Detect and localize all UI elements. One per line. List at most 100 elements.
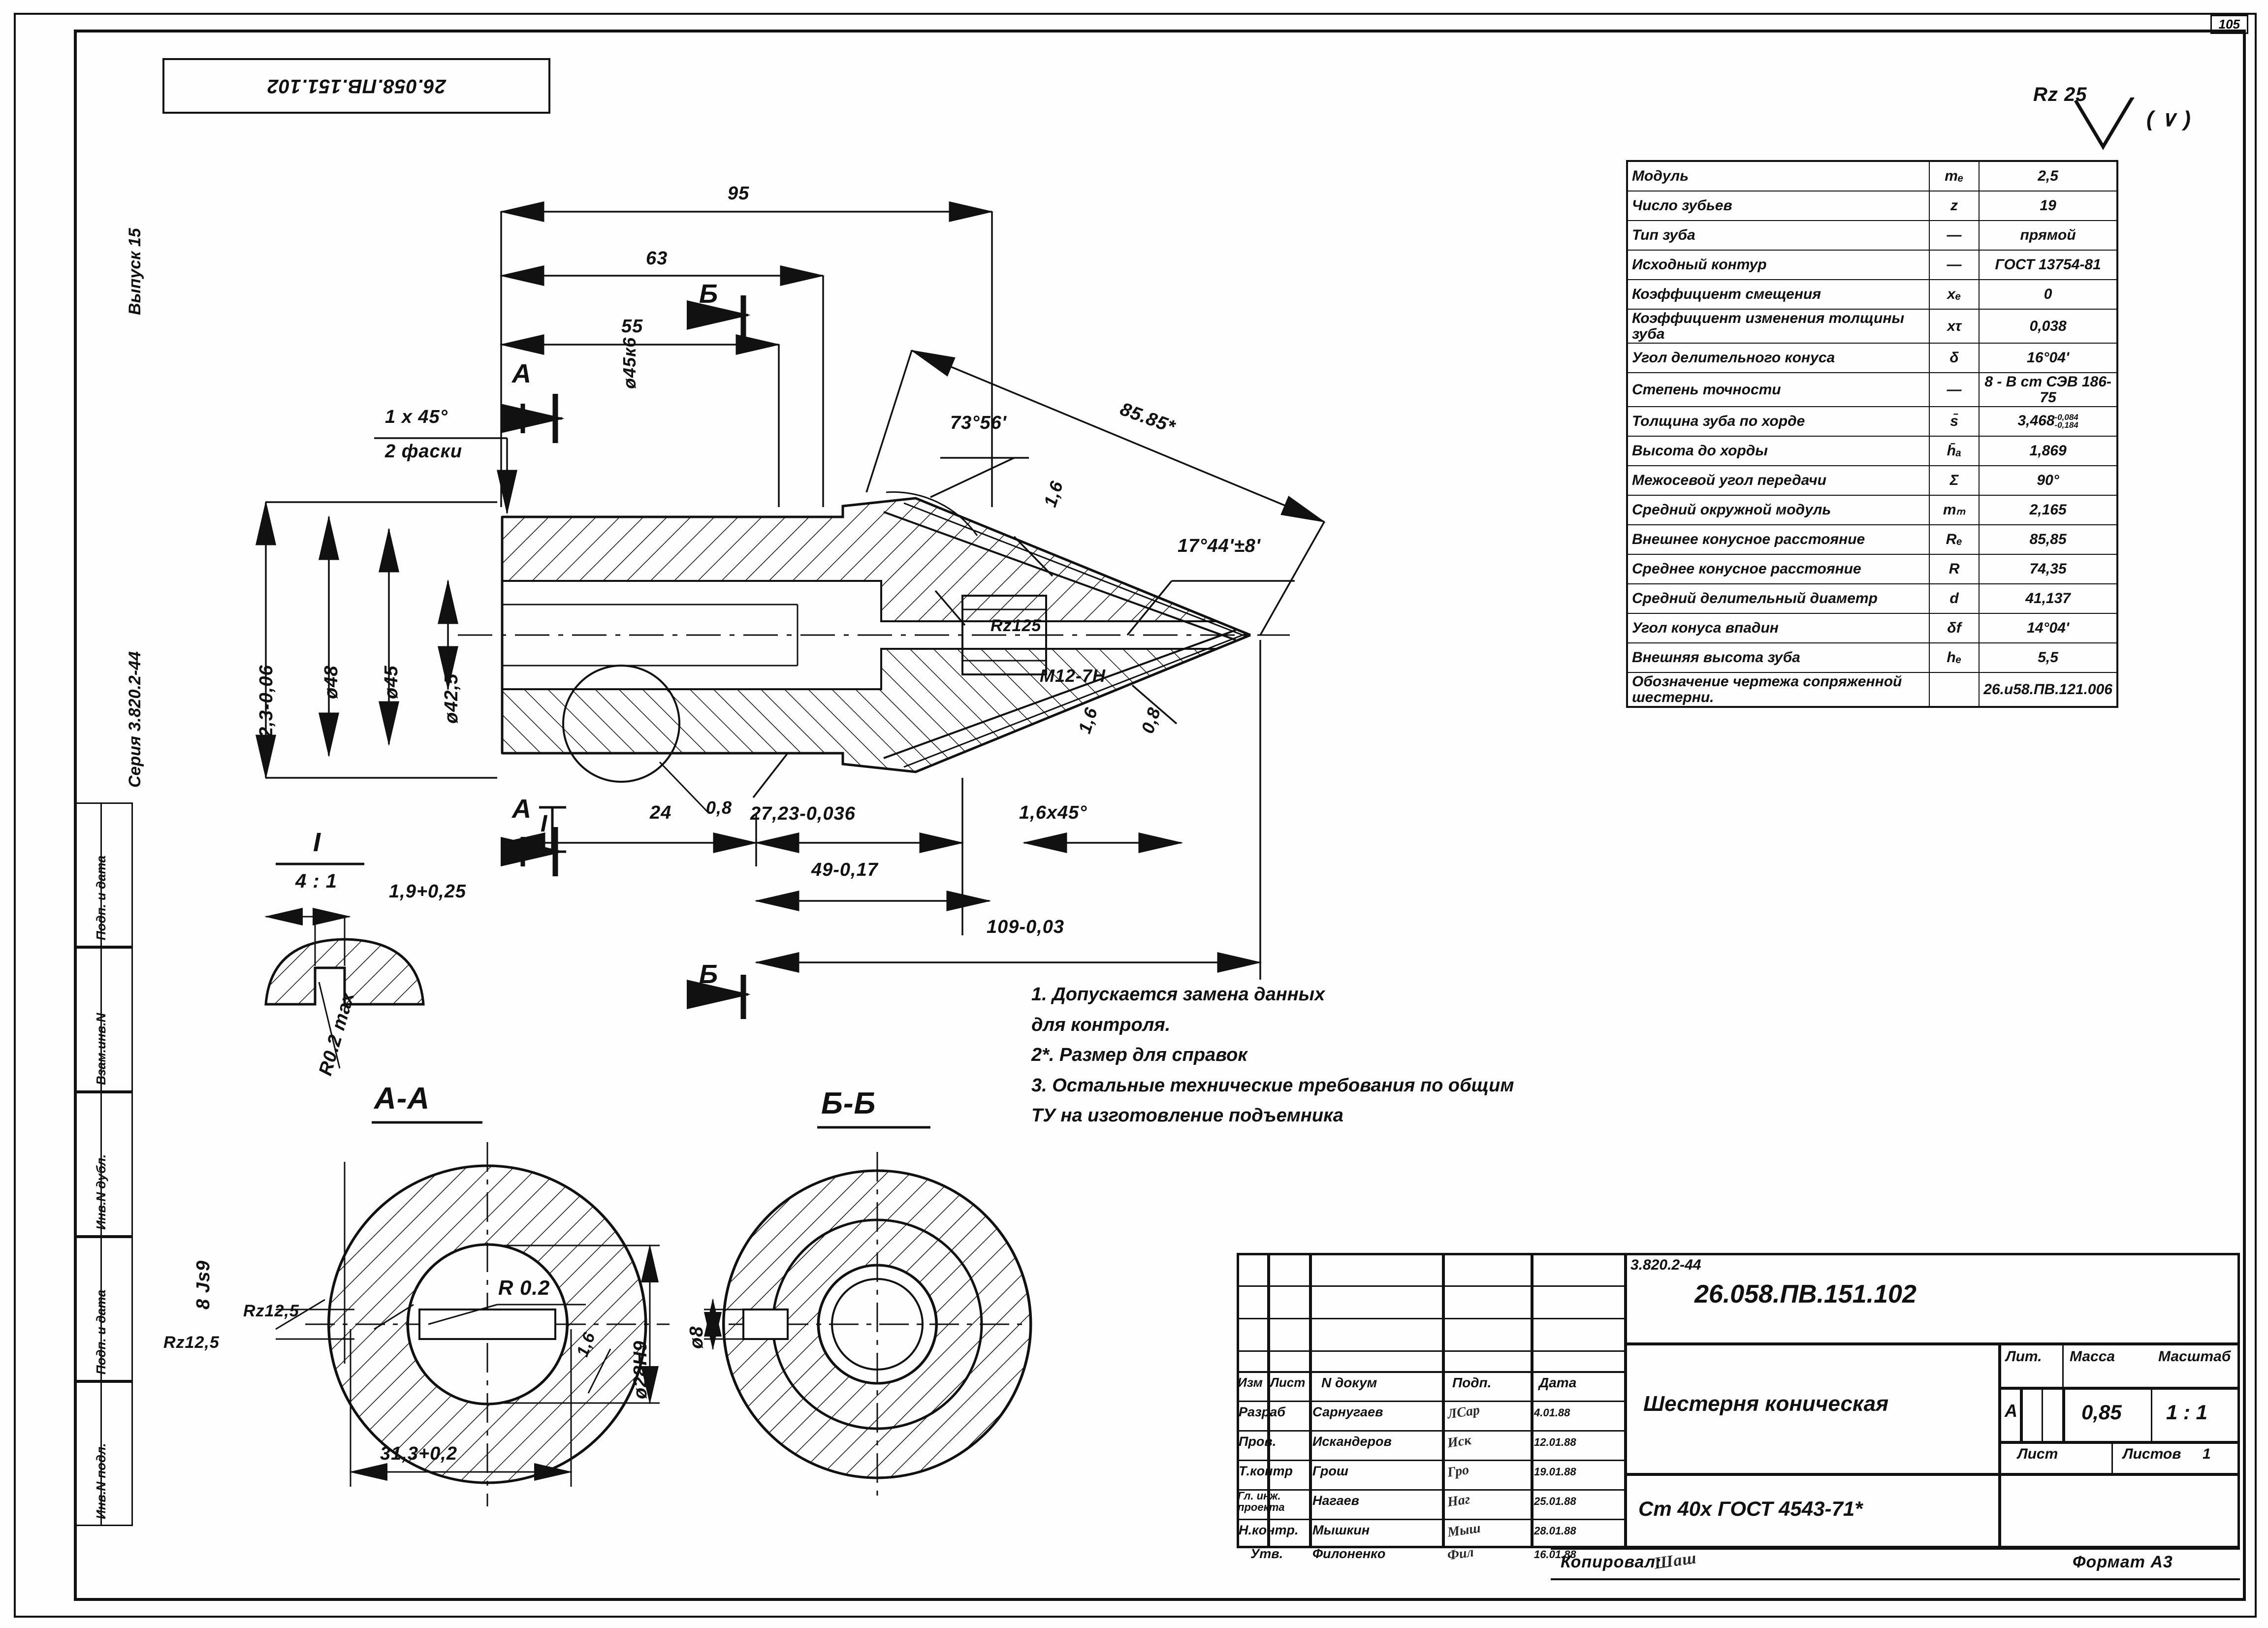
dim-rz125-a: Rz12,5 xyxy=(163,1333,220,1352)
gear-param-name: Угол делительного конуса xyxy=(1627,343,1930,373)
note-line-0: 1. Допускается замена данных xyxy=(1031,984,1325,1005)
detail-I-scale: 4 : 1 xyxy=(295,870,338,892)
gear-param-value: 5,5 xyxy=(1979,642,2118,673)
main-section-view xyxy=(458,497,1290,814)
stamp-masshtab-header: Масштаб xyxy=(2158,1348,2231,1365)
stamp-part-name: Шестерня коническая xyxy=(1643,1392,1889,1416)
top-drawing-number-box: 26.058.ПВ.151.102 xyxy=(162,58,550,114)
gear-param-symbol: δ xyxy=(1928,343,1980,373)
gear-param-value: 41,137 xyxy=(1979,583,2118,614)
gear-param-symbol: mₘ xyxy=(1928,495,1980,525)
gear-param-value: 14°04' xyxy=(1979,613,2118,643)
stamp-name-1: Искандеров xyxy=(1312,1434,1392,1449)
stamp-h-izm: Изм xyxy=(1238,1375,1263,1390)
gear-param-row: Тип зуба—прямой xyxy=(1627,220,2118,251)
gear-param-name: Исходный контур xyxy=(1627,250,1930,280)
stamp-h-list: Лист xyxy=(1270,1375,1306,1390)
gear-param-name: Межосевой угол передачи xyxy=(1627,465,1930,496)
gear-param-symbol: R xyxy=(1928,554,1980,584)
gear-param-value: 1,869 xyxy=(1979,436,2118,466)
stamp-h-data: Дата xyxy=(1539,1375,1577,1390)
gear-param-name: Угол конуса впадин xyxy=(1627,613,1930,643)
stamp-date-0: 4.01.88 xyxy=(1534,1406,1570,1419)
stamp-date-4: 28.01.88 xyxy=(1534,1525,1576,1537)
stamp-role-4: Н.контр. xyxy=(1239,1523,1299,1537)
gear-param-name: Коэффициент изменения толщины зуба xyxy=(1627,309,1930,344)
gear-param-symbol: xₑ xyxy=(1928,279,1980,310)
gear-param-symbol: Σ xyxy=(1928,465,1980,496)
detail-I-title: I xyxy=(313,828,321,857)
section-mark-A-bottom: А xyxy=(512,794,532,824)
dim-8js9: 8 Js9 xyxy=(193,1260,214,1309)
stamp-role-3: Гл. инж. проекта xyxy=(1238,1490,1285,1514)
stamp-lit-value: А xyxy=(2005,1401,2017,1421)
dim-R02: R 0.2 xyxy=(498,1276,550,1299)
gear-param-symbol: — xyxy=(1928,220,1980,251)
section-arrows xyxy=(501,295,751,1019)
stamp-name-5: Филоненко xyxy=(1312,1546,1386,1561)
technical-requirements: 1. Допускается замена данных для контрол… xyxy=(1031,980,1647,1131)
note-line-3: 3. Остальные технические требования по о… xyxy=(1031,1075,1514,1096)
stamp-massa-header: Масса xyxy=(2070,1348,2115,1365)
gear-param-symbol xyxy=(1928,672,1980,707)
stamp-designation: 26.058.ПВ.151.102 xyxy=(1694,1280,1917,1309)
gear-param-symbol: h̄ₐ xyxy=(1928,436,1980,466)
section-BB-title: Б-Б xyxy=(821,1086,876,1120)
gear-param-value: 2,165 xyxy=(1979,495,2118,525)
gear-param-name: Число зубьев xyxy=(1627,191,1930,221)
stamp-name-2: Грош xyxy=(1312,1464,1348,1478)
stamp-date-5: 16.01.88 xyxy=(1534,1548,1576,1561)
section-mark-A-top: А xyxy=(512,359,532,388)
title-block: Изм Лист N докум Подп. Дата Разраб Сарну… xyxy=(1237,1253,2240,1564)
gear-param-value: 85,85 xyxy=(1979,524,2118,555)
section-mark-B-top: Б xyxy=(699,279,719,309)
gear-param-value: ГОСТ 13754-81 xyxy=(1979,250,2118,280)
gear-param-value: 8 - В ст СЭВ 186-75 xyxy=(1979,372,2118,407)
detail-mark-I-view: I xyxy=(541,811,548,837)
gear-param-symbol: s̄ xyxy=(1928,406,1980,437)
detail-view-I xyxy=(264,862,425,1069)
gear-param-name: Толщина зуба по хорде xyxy=(1627,406,1930,437)
gear-param-value: 3,468-0,084-0,184 xyxy=(1979,406,2118,437)
main-view-dimensions xyxy=(256,201,1326,980)
note-line-4: ТУ на изготовление подъемника xyxy=(1031,1105,1343,1126)
left-margin-strip: Подп. и дата Взам.инв.N Инв.N дубл. Подп… xyxy=(74,802,133,1526)
stamp-role-1: Пров. xyxy=(1239,1434,1277,1449)
sheet-inner-frame xyxy=(74,30,2246,1601)
gear-param-name: Среднее конусное расстояние xyxy=(1627,554,1930,584)
stamp-name-0: Сарнугаев xyxy=(1312,1405,1383,1419)
note-line-1: для контроля. xyxy=(1031,1014,1171,1035)
gear-param-symbol: xτ xyxy=(1928,309,1980,344)
gear-param-symbol: d xyxy=(1928,583,1980,614)
copied-label: Копировал: xyxy=(1561,1553,1662,1571)
dim-d48: ø48 xyxy=(321,665,342,699)
gear-param-row: Исходный контур—ГОСТ 13754-81 xyxy=(1627,250,2118,280)
stamp-date-3: 25.01.88 xyxy=(1534,1495,1576,1507)
gear-param-value: 19 xyxy=(1979,191,2118,221)
gear-param-row: Степень точности—8 - В ст СЭВ 186-75 xyxy=(1627,372,2118,407)
dim-52-3: 52,3-0,06 xyxy=(256,665,277,748)
gear-param-name: Тип зуба xyxy=(1627,220,1930,251)
copy-format-row: Копировал: Шаш Формат А3 xyxy=(1551,1548,2240,1580)
stamp-name-3: Нагаев xyxy=(1312,1493,1359,1508)
gear-param-name: Средний окружной модуль xyxy=(1627,495,1930,525)
dim-31-3: 31,3+0,2 xyxy=(380,1443,457,1464)
note-line-2: 2*. Размер для справок xyxy=(1031,1045,1247,1066)
section-AA-title: А-А xyxy=(374,1082,430,1116)
stamp-massa-value: 0,85 xyxy=(2081,1401,2122,1424)
gear-param-value: 2,5 xyxy=(1979,160,2118,192)
dim-rz125-main: Rz125 xyxy=(990,616,1042,635)
dim-d28H9: ø28Н9 xyxy=(630,1340,651,1399)
gear-param-value: 16°04' xyxy=(1979,343,2118,373)
gear-param-name: Внешнее конусное расстояние xyxy=(1627,524,1930,555)
